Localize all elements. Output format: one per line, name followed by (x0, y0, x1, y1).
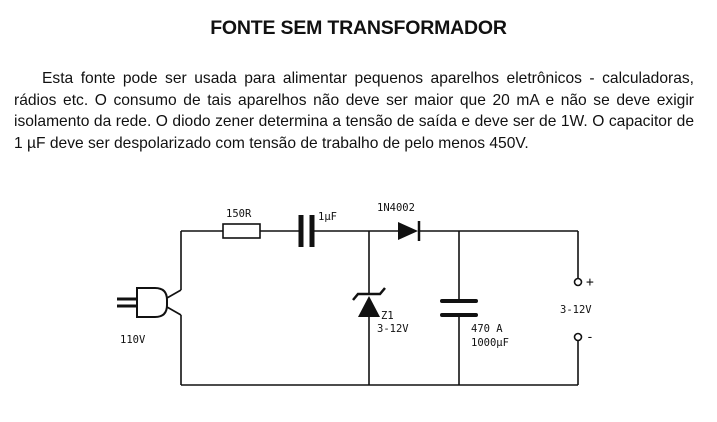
output-minus-label: - (586, 330, 594, 345)
input-voltage-label: 110V (120, 334, 146, 346)
capacitor-1uf (298, 215, 315, 247)
power-plug-icon (117, 287, 182, 318)
document-paragraph: Esta fonte pode ser usada para alimentar… (14, 70, 694, 152)
zener-diode-z1 (352, 287, 386, 317)
output-plus-label: + (586, 275, 594, 290)
resistor-150r (222, 223, 261, 239)
diode-label: 1N4002 (377, 202, 415, 214)
filter-cap-value-label: 1000µF (471, 337, 509, 349)
output-voltage-label: 3-12V (560, 304, 592, 316)
capacitor-label: 1µF (318, 211, 337, 223)
filter-cap-voltage-label: 470 A (471, 323, 503, 335)
zener-name-label: Z1 (381, 310, 394, 322)
zener-value-label: 3-12V (377, 323, 409, 335)
diode-1n4002 (398, 221, 421, 241)
filter-capacitor (440, 299, 478, 317)
resistor-label: 150R (226, 208, 252, 220)
output-terminals (573, 277, 583, 342)
document-title: FONTE SEM TRANSFORMADOR (210, 17, 507, 39)
circuit-wires (180, 230, 579, 386)
